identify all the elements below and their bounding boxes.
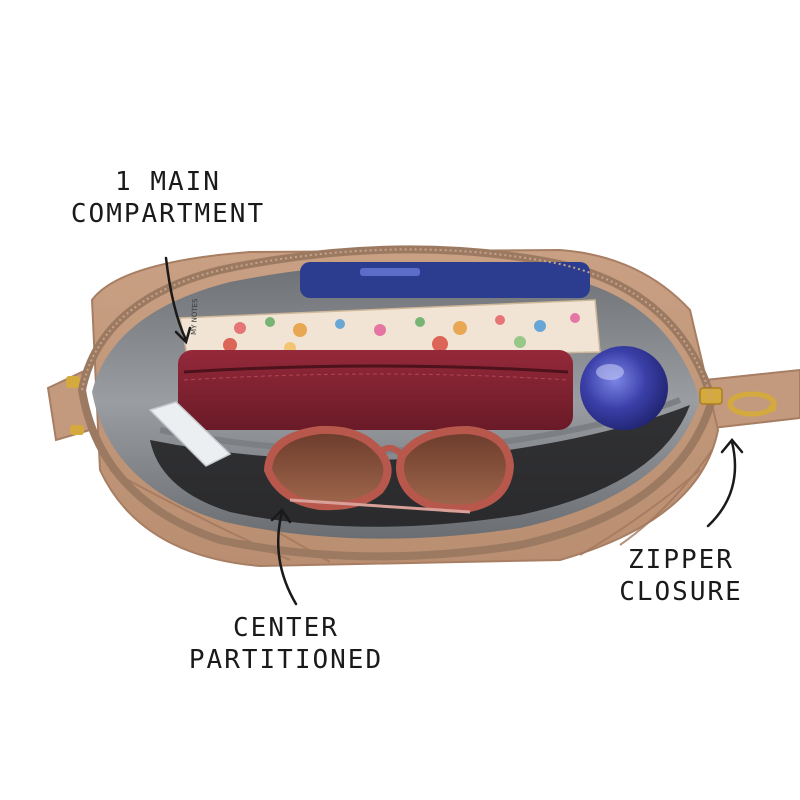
callout-zipper-line2: CLOSURE — [619, 577, 743, 607]
notebook-spine-text: MY NOTES — [190, 298, 199, 335]
arrow-zipper-closure — [706, 438, 744, 528]
callout-main-compartment: 1 MAIN COMPARTMENT — [52, 166, 284, 230]
callout-center-partitioned: CENTER PARTITIONED — [186, 612, 386, 676]
sunglasses — [263, 425, 515, 514]
wallet — [178, 350, 573, 430]
callout-center-line2: PARTITIONED — [188, 645, 384, 675]
callout-zipper-closure: ZIPPER CLOSURE — [596, 544, 766, 608]
callout-center-line1: CENTER — [233, 613, 339, 643]
tissue-pack — [148, 401, 232, 467]
compact-mirror — [580, 346, 668, 430]
callout-main-line1: 1 MAIN — [115, 167, 221, 197]
callout-main-line2: COMPARTMENT — [70, 199, 266, 229]
callout-zipper-line1: ZIPPER — [628, 545, 734, 575]
arrow-main-compartment — [164, 256, 192, 345]
phone — [300, 262, 590, 298]
floral-notebook: MY NOTES — [179, 298, 601, 361]
arrow-center-partitioned — [270, 508, 298, 606]
